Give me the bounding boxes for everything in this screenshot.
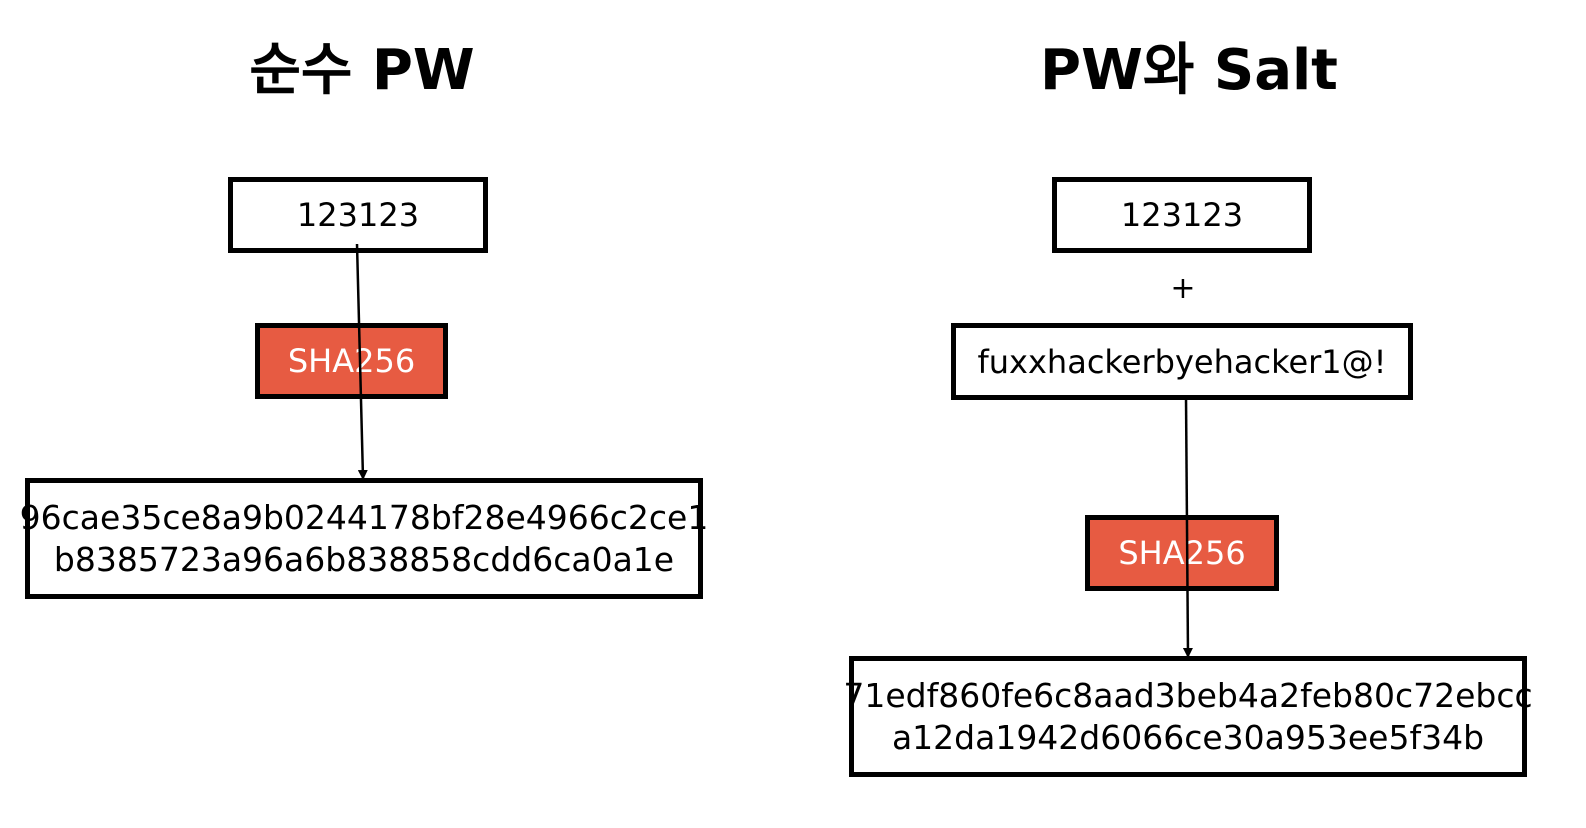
right-password-text: 123123 bbox=[1120, 196, 1244, 234]
left-sha256-box: SHA256 bbox=[255, 323, 448, 399]
left-hash-line-2: b8385723a96a6b838858cdd6ca0a1e bbox=[53, 539, 675, 579]
right-sha256-label: SHA256 bbox=[1118, 534, 1246, 572]
right-hash-output-box: 71edf860fe6c8aad3beb4a2feb80c72ebcc a12d… bbox=[843, 656, 1533, 777]
left-hash-output-box: 96cae35ce8a9b0244178bf28e4966c2ce1 b8385… bbox=[20, 478, 708, 599]
plus-sign: + bbox=[1170, 271, 1196, 306]
salt-box: fuxxhackerbyehacker1@! bbox=[951, 323, 1413, 400]
left-password-text: 123123 bbox=[296, 196, 420, 234]
right-hash-line-1: 71edf860fe6c8aad3beb4a2feb80c72ebcc bbox=[843, 675, 1533, 715]
left-hash-line-1: 96cae35ce8a9b0244178bf28e4966c2ce1 bbox=[19, 497, 709, 537]
plain-pw-title: 순수 PW bbox=[249, 38, 475, 103]
left-sha256-label: SHA256 bbox=[287, 342, 416, 380]
right-hash-line-2: a12da1942d6066ce30a953ee5f34b bbox=[891, 717, 1485, 757]
right-password-box: 123123 bbox=[1052, 177, 1312, 253]
right-sha256-box: SHA256 bbox=[1085, 515, 1279, 591]
left-password-box: 123123 bbox=[228, 177, 488, 253]
salt-text: fuxxhackerbyehacker1@! bbox=[977, 342, 1387, 381]
pw-salt-title: PW와 Salt bbox=[1040, 38, 1338, 103]
